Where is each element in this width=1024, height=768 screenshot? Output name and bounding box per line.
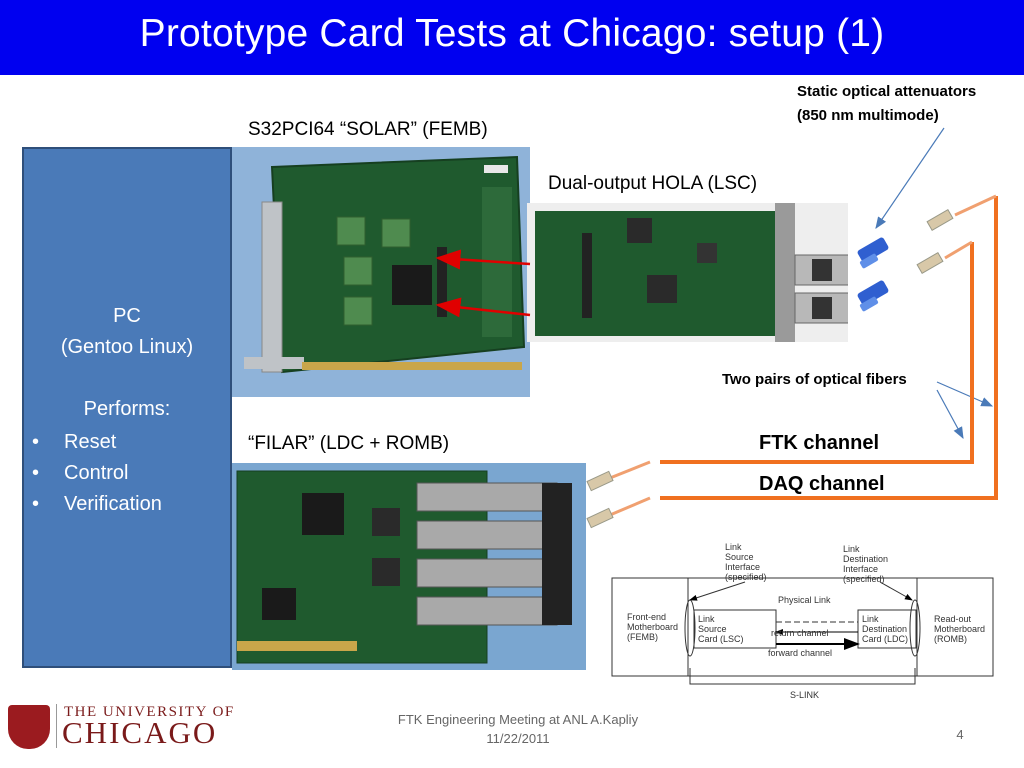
diagram-label: Front-end	[627, 612, 666, 622]
diagram-label: Link	[843, 544, 860, 554]
list-item: •Control	[32, 462, 129, 484]
ftk-fiber	[660, 242, 974, 464]
diagram-label: Interface	[725, 562, 760, 572]
solar-card-photo	[232, 147, 530, 397]
daq-channel-label: DAQ channel	[759, 473, 885, 495]
diagram-label: forward channel	[768, 648, 832, 658]
diagram-label: S-LINK	[790, 690, 819, 700]
attenuator-pointer	[875, 127, 945, 229]
logo-line2: CHICAGO	[62, 715, 218, 750]
pc-box: PC (Gentoo Linux) Performs: •Reset •Cont…	[22, 147, 232, 668]
diagram-label: (specified)	[725, 572, 767, 582]
diagram-label: (specified)	[843, 574, 885, 584]
diagram-label: Card (LSC)	[698, 634, 744, 644]
fiber-connector-icon	[586, 507, 614, 529]
performs-list: •Reset •Control •Verification	[32, 427, 162, 520]
filar-card-photo	[232, 463, 586, 670]
diagram-label: Destination	[843, 554, 888, 564]
diagram-label: (FEMB)	[627, 632, 658, 642]
title-bar: Prototype Card Tests at Chicago: setup (…	[0, 0, 1024, 75]
diagram-label: Destination	[862, 624, 907, 634]
attenuators-label-2: (850 nm multimode)	[797, 107, 939, 124]
diagram-label: Physical Link	[778, 595, 831, 605]
fiber-connector-icon	[586, 470, 614, 492]
hola-card-photo	[527, 203, 848, 342]
list-item: •Reset	[32, 431, 117, 453]
solar-label: S32PCI64 “SOLAR” (FEMB)	[248, 119, 488, 140]
diagram-label: Motherboard	[934, 624, 985, 634]
red-arrow	[435, 297, 531, 318]
diagram-label: Read-out	[934, 614, 972, 624]
diagram-label: return channel	[771, 628, 829, 638]
diagram-label: Source	[698, 624, 727, 634]
performs-label: Performs:	[83, 398, 171, 420]
footer-meeting: FTK Engineering Meeting at ANL A.Kapliy	[397, 712, 639, 727]
slink-diagram	[611, 577, 994, 685]
diagram-label: Link	[862, 614, 879, 624]
hola-label: Dual-output HOLA (LSC)	[548, 173, 758, 194]
diagram-label: Motherboard	[627, 622, 678, 632]
fiber-connector-icon	[926, 208, 954, 232]
logo-divider	[56, 704, 57, 748]
pc-label: PC	[113, 305, 141, 327]
fiber-pointer	[936, 389, 964, 440]
diagram-label: Link	[725, 542, 742, 552]
fiber-pointer	[936, 381, 994, 407]
diagram-label: Interface	[843, 564, 878, 574]
fibers-label: Two pairs of optical fibers	[722, 371, 907, 388]
slide-title: Prototype Card Tests at Chicago: setup (…	[139, 12, 885, 55]
pc-os-label: (Gentoo Linux)	[60, 336, 194, 358]
attenuators-label-1: Static optical attenuators	[797, 83, 977, 100]
diagram-label: (ROMB)	[934, 634, 967, 644]
diagram-label: Source	[725, 552, 754, 562]
filar-label: “FILAR” (LDC + ROMB)	[248, 433, 450, 454]
page-number: 4	[956, 727, 964, 742]
diagram-label: Link	[698, 614, 715, 624]
daq-fiber	[660, 196, 998, 500]
attenuator-icon	[857, 280, 889, 312]
list-item: •Verification	[32, 493, 162, 515]
footer-date: 11/22/2011	[486, 731, 550, 746]
fiber-connector-icon	[916, 251, 944, 275]
ftk-channel-label: FTK channel	[759, 432, 880, 454]
university-shield-icon	[8, 705, 50, 749]
diagram-label: Card (LDC)	[862, 634, 908, 644]
red-arrow	[435, 249, 531, 270]
logo-line1: THE UNIVERSITY OF	[64, 704, 235, 720]
attenuator-icon	[857, 237, 889, 269]
